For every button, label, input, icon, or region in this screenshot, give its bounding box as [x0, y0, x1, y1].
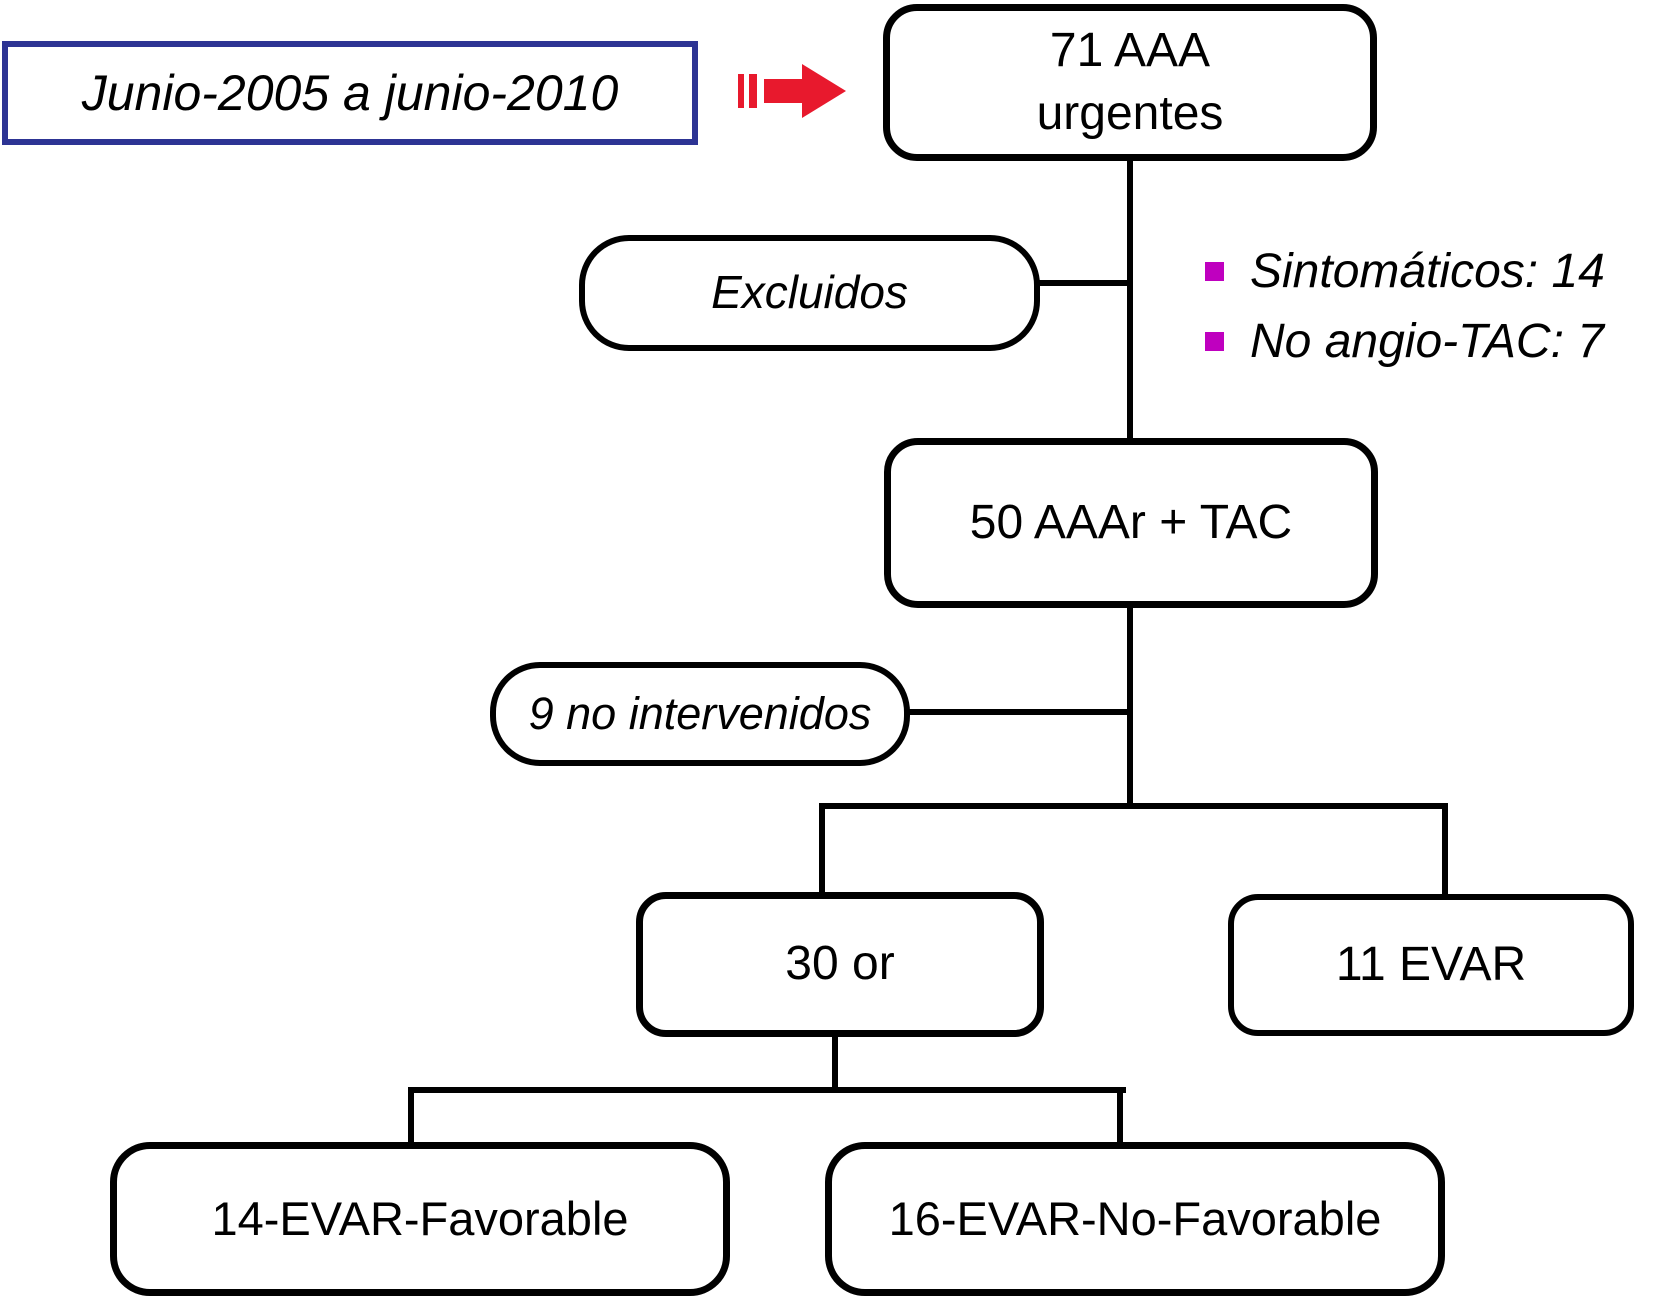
connector-30or-to-branch2 [832, 1035, 838, 1092]
connector-excluidos [1035, 280, 1130, 286]
node-9-label: 9 no intervenidos [528, 687, 872, 739]
fast-forward-arrow-icon [738, 62, 848, 120]
node-50-aaar-tac: 50 AAAr + TAC [884, 438, 1378, 608]
study-period-label: Junio-2005 a junio-2010 [81, 65, 619, 121]
square-bullet-icon [1205, 331, 1224, 351]
node-11-evar: 11 EVAR [1228, 894, 1634, 1036]
branch2-right-drop-line [1117, 1087, 1123, 1144]
branch1-left-drop-line [819, 803, 825, 894]
branch1-right-drop-line [1442, 803, 1448, 896]
node-9-no-intervenidos: 9 no intervenidos [490, 662, 910, 766]
node-30-label: 30 or [785, 937, 895, 991]
node-30-or: 30 or [636, 892, 1044, 1037]
node-excluidos-label: Excluidos [711, 266, 908, 319]
node-16-evar-no-favorable: 16-EVAR-No-Favorable [825, 1142, 1445, 1296]
node-50-label: 50 AAAr + TAC [969, 495, 1293, 549]
connector-total-to-withct [1127, 159, 1133, 442]
exclusion-reason-label: Sintomáticos: 14 [1250, 244, 1605, 298]
connector-withct-to-branch [1127, 606, 1133, 808]
node-71-aaa-urgentes: 71 AAA urgentes [883, 4, 1377, 161]
node-14-evar-favorable: 14-EVAR-Favorable [110, 1142, 730, 1296]
node-11-label: 11 EVAR [1335, 937, 1527, 991]
exclusion-reason-item: Sintomáticos: 14 [1205, 240, 1605, 302]
branch2-left-drop-line [408, 1087, 414, 1144]
node-14-label: 14-EVAR-Favorable [211, 1192, 629, 1246]
study-period-box: Junio-2005 a junio-2010 [2, 41, 698, 145]
node-excluidos: Excluidos [579, 235, 1040, 351]
connector-nointervenidos [905, 709, 1130, 715]
square-bullet-icon [1205, 261, 1224, 281]
branch2-horizontal-line [408, 1087, 1126, 1093]
exclusion-reason-label: No angio-TAC: 7 [1250, 314, 1604, 368]
exclusion-reason-item: No angio-TAC: 7 [1205, 310, 1604, 372]
node-71-line2: urgentes [1036, 86, 1224, 140]
node-16-label: 16-EVAR-No-Favorable [888, 1192, 1382, 1246]
branch1-horizontal-line [819, 803, 1448, 809]
node-71-line1: 71 AAA [1049, 24, 1211, 78]
